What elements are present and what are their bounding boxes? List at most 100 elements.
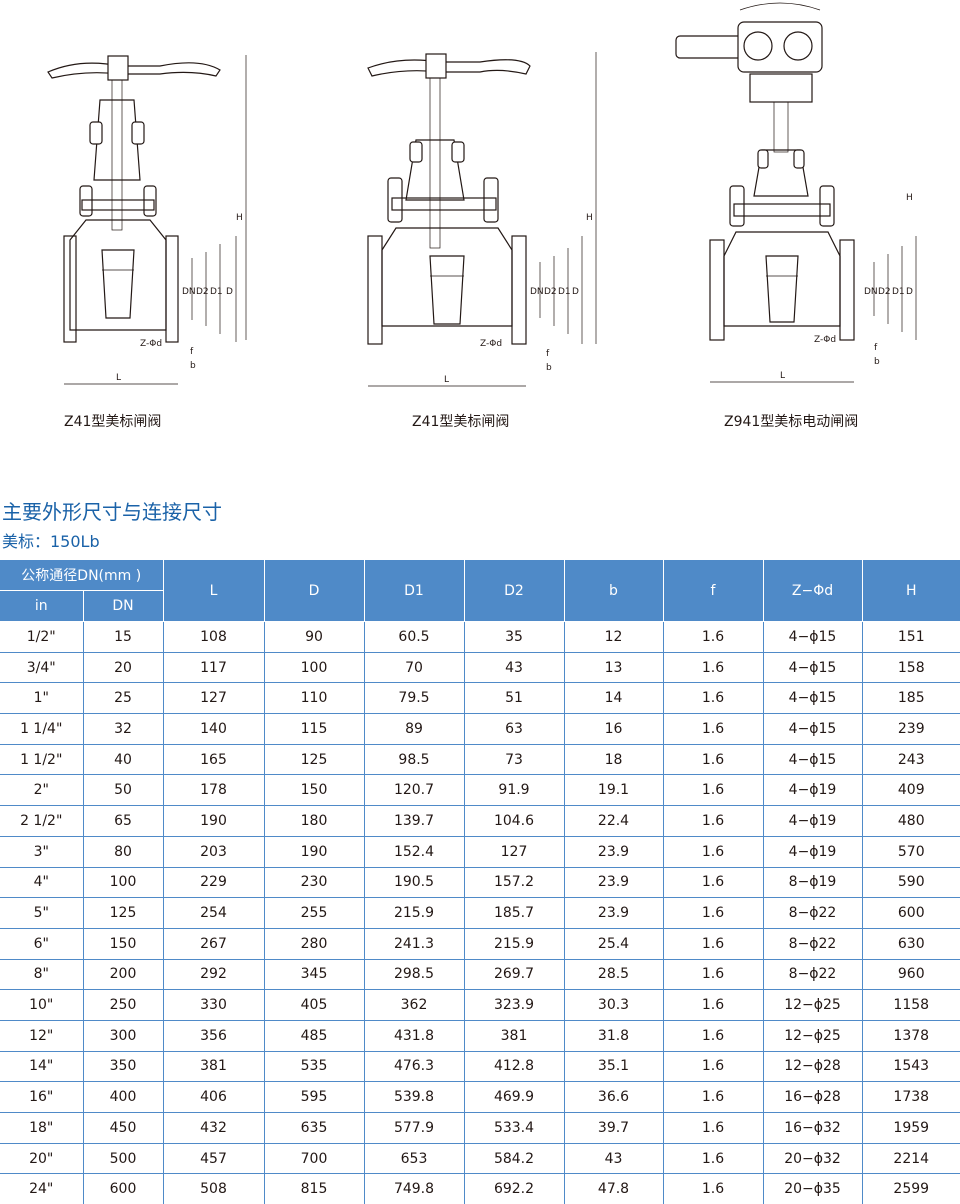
header-col-h: H — [861, 559, 960, 622]
cell-d: 635 — [263, 1112, 365, 1144]
cell-f: 1.6 — [662, 1019, 764, 1052]
cell-d2: 323.9 — [463, 989, 565, 1021]
cell-z-d: 8−ϕ19 — [762, 866, 863, 899]
cell-d1: 749.8 — [363, 1173, 465, 1204]
cell-d: 190 — [263, 835, 365, 868]
cell-h: 630 — [861, 927, 960, 960]
cell-d1: 190.5 — [363, 866, 465, 899]
cell-d2: 157.2 — [463, 866, 565, 899]
table-subheader-row: in DN — [0, 590, 960, 622]
cell-in: 12" — [0, 1019, 84, 1052]
cell-d1: 476.3 — [363, 1050, 465, 1083]
cell-d1: 539.8 — [363, 1081, 465, 1113]
cell-d1: 98.5 — [363, 743, 465, 776]
dim-label-zd: Z-Φd — [140, 339, 162, 349]
cell-b: 23.9 — [563, 866, 664, 899]
dim-label-d: D — [226, 287, 233, 297]
cell-in: 18" — [0, 1112, 84, 1144]
cell-h: 1543 — [861, 1050, 960, 1083]
cell-d: 405 — [263, 989, 365, 1021]
cell-f: 1.6 — [662, 1081, 764, 1113]
cell-l: 165 — [162, 743, 265, 776]
cell-d2: 584.2 — [463, 1142, 565, 1175]
cell-dn: 50 — [82, 774, 164, 807]
cell-d2: 185.7 — [463, 897, 565, 929]
cell-in: 1 1/2" — [0, 743, 84, 776]
cell-d2: 91.9 — [463, 774, 565, 807]
dim-label-l: L — [444, 375, 449, 385]
cell-in: 1 1/4" — [0, 713, 84, 745]
dim-label-h: H — [906, 193, 913, 203]
cell-in: 1" — [0, 682, 84, 715]
cell-in: 1/2" — [0, 621, 84, 653]
dim-label-f: f — [190, 347, 194, 357]
header-col-dn: DN — [82, 590, 163, 622]
cell-d1: 139.7 — [363, 805, 465, 837]
cell-b: 25.4 — [563, 927, 664, 960]
cell-l: 190 — [162, 805, 265, 837]
cell-z-d: 4−ϕ19 — [762, 805, 863, 837]
cell-l: 267 — [162, 927, 265, 960]
cell-h: 1959 — [861, 1112, 960, 1144]
cell-d2: 533.4 — [463, 1112, 565, 1144]
cell-b: 12 — [563, 621, 664, 653]
valve-drawing-3: D D1 D2 DN H L b f Z-Φd — [675, 2, 917, 383]
cell-dn: 450 — [82, 1112, 164, 1144]
cell-d2: 51 — [463, 682, 565, 715]
header-col-b: b — [563, 559, 664, 622]
cell-z-d: 4−ϕ15 — [762, 713, 863, 745]
dim-label-d1: D1 — [892, 287, 905, 297]
dim-label-d: D — [572, 287, 579, 297]
valve-drawings: H DN D2 D1 D L b f Z-Φd H DN D2 — [0, 0, 960, 440]
cell-z-d: 16−ϕ28 — [762, 1081, 863, 1113]
cell-in: 5" — [0, 897, 84, 929]
cell-z-d: 4−ϕ19 — [762, 774, 863, 807]
cell-f: 1.6 — [662, 682, 764, 715]
cell-f: 1.6 — [662, 835, 764, 868]
cell-z-d: 20−ϕ32 — [762, 1142, 863, 1175]
cell-z-d: 20−ϕ35 — [762, 1173, 863, 1204]
valve-drawing-2: H DN D2 D1 D L b f Z-Φd — [367, 52, 597, 387]
cell-h: 960 — [861, 958, 960, 991]
cell-z-d: 8−ϕ22 — [762, 927, 863, 960]
dim-label-h: H — [586, 213, 593, 223]
cell-d: 110 — [263, 682, 365, 715]
dim-label-h: H — [236, 213, 243, 223]
header-col-l: L — [162, 559, 265, 622]
cell-in: 3" — [0, 835, 84, 868]
cell-d1: 79.5 — [363, 682, 465, 715]
cell-b: 18 — [563, 743, 664, 776]
cell-d: 125 — [263, 743, 365, 776]
cell-d: 230 — [263, 866, 365, 899]
cell-dn: 100 — [82, 866, 164, 899]
cell-h: 151 — [861, 621, 960, 653]
cell-d1: 362 — [363, 989, 465, 1021]
cell-d2: 35 — [463, 621, 565, 653]
cell-f: 1.6 — [662, 621, 764, 653]
cell-dn: 200 — [82, 958, 164, 991]
cell-h: 600 — [861, 897, 960, 929]
cell-dn: 15 — [82, 621, 164, 653]
cell-h: 239 — [861, 713, 960, 745]
cell-l: 457 — [162, 1142, 265, 1175]
header-col-d2: D2 — [463, 559, 565, 622]
cell-d: 485 — [263, 1019, 365, 1052]
cell-h: 2214 — [861, 1142, 960, 1175]
dim-label-dn: DN — [182, 287, 196, 297]
cell-f: 1.6 — [662, 743, 764, 776]
cell-b: 16 — [563, 713, 664, 745]
cell-l: 356 — [162, 1019, 265, 1052]
cell-d2: 63 — [463, 713, 565, 745]
cell-dn: 150 — [82, 927, 164, 960]
cell-dn: 40 — [82, 743, 164, 776]
cell-in: 14" — [0, 1050, 84, 1083]
